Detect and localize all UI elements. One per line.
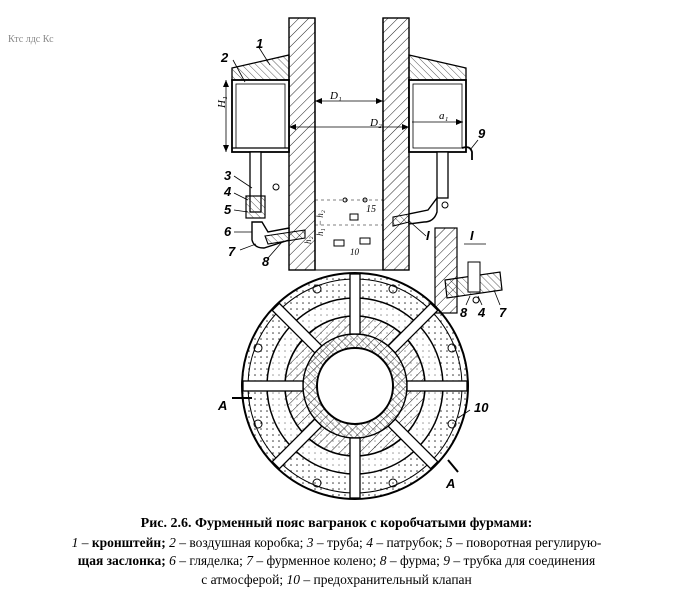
legend-number: 6 <box>169 553 176 568</box>
legend-number: 2 <box>169 534 176 550</box>
label-a1: a₁ <box>439 110 449 122</box>
figure-caption: Рис. 2.6. Фурменный пояс вагранок с коро… <box>0 515 673 610</box>
label-9: 9 <box>478 126 486 141</box>
label-5: 5 <box>224 202 232 217</box>
legend-separator: – <box>300 571 314 587</box>
legend-separator: – <box>78 534 92 550</box>
caption-line-3: с атмосферой; 10 – предохранительный кла… <box>0 571 673 590</box>
legend-text: гляделка; <box>189 553 247 568</box>
label-4: 4 <box>223 184 232 199</box>
detail-label-8: 8 <box>460 305 468 320</box>
legend-text: фурма; <box>399 553 444 568</box>
label-8: 8 <box>262 254 270 269</box>
legend-number: 10 <box>286 571 301 587</box>
label-I-detail: I <box>470 228 474 243</box>
label-7: 7 <box>228 244 236 259</box>
air-box-left <box>231 79 290 153</box>
label-3: 3 <box>224 168 232 183</box>
legend-text: с атмосферой; <box>201 571 287 587</box>
legend-separator: – <box>452 534 467 550</box>
label-15: 15 <box>366 204 376 215</box>
legend-number: 4 <box>366 534 373 550</box>
legend-separator: – <box>386 553 400 568</box>
legend-separator: – <box>313 534 327 550</box>
legend-separator: – <box>175 534 190 550</box>
label-2: 2 <box>220 50 229 65</box>
legend-text: кронштейн; <box>91 534 170 550</box>
legend-text: предохранительный клапан <box>313 571 472 587</box>
legend-text: поворотная регулирую- <box>466 534 602 550</box>
legend-separator: – <box>175 553 190 568</box>
caption-line-1: 1 – кронштейн; 2 – воздушная коробка; 3 … <box>0 534 673 553</box>
section-view: D₁ D₂ H₁ a₁ <box>216 17 486 271</box>
label-h2: h₂ <box>303 236 313 244</box>
label-D1: D₁ <box>329 90 342 102</box>
legend-text: фурменное колено; <box>266 553 380 568</box>
label-1: 1 <box>256 36 263 51</box>
detail-label-4: 4 <box>477 305 486 320</box>
legend-number: 3 <box>306 534 314 550</box>
detail-label-7: 7 <box>499 305 507 320</box>
shaft-wall-right <box>382 17 410 271</box>
legend-number: 1 <box>71 534 79 550</box>
label-10-small: 10 <box>350 247 360 257</box>
legend-number: 5 <box>445 534 453 550</box>
legend-number: 8 <box>379 553 387 568</box>
legend-number: 7 <box>246 553 253 568</box>
caption-line-2: щая заслонка; 6 – гляделка; 7 – фурменно… <box>0 552 673 571</box>
legend-text: трубка для соединения <box>463 553 596 568</box>
legend-text: патрубок; <box>386 534 446 550</box>
label-6: 6 <box>224 224 232 239</box>
label-10: 10 <box>474 400 489 415</box>
legend-separator: – <box>372 534 387 550</box>
label-H1: H₁ <box>216 96 228 109</box>
legend-separator: – <box>450 553 464 568</box>
caption-title: Рис. 2.6. Фурменный пояс вагранок с коро… <box>140 516 533 531</box>
legend-text: воздушная коробка; <box>189 534 307 550</box>
legend-separator: – <box>252 553 267 568</box>
plan-view: A A 10 <box>217 272 489 500</box>
scan-noise-text: Ктс лдс Кс <box>8 34 54 45</box>
label-D2: D₂ <box>369 117 382 129</box>
legend-text: щая заслонка; <box>77 553 170 568</box>
label-I-section: I <box>426 228 430 243</box>
air-box-right <box>408 79 467 153</box>
cupola-tuyere-belt-drawing: Ктс лдс Кс D₁ D₂ H₁ <box>8 17 507 500</box>
legend-text: труба; <box>326 534 367 550</box>
legend-number: 9 <box>443 553 450 568</box>
label-A-left: A <box>217 398 227 413</box>
label-A-right: A <box>445 476 455 491</box>
detail-I: I 8 4 7 <box>434 227 507 320</box>
label-h1h2: h₁ − h₂ <box>315 210 325 236</box>
